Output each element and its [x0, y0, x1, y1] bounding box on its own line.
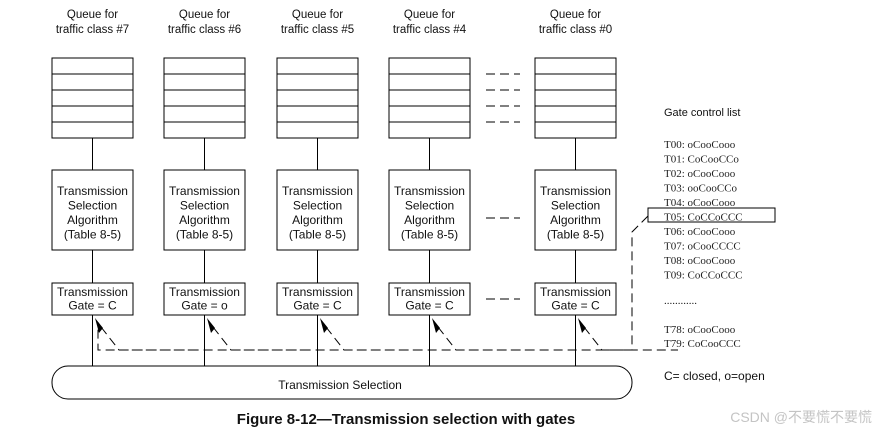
gate-text: Gate = C	[405, 299, 454, 313]
gate-control-legend: C= closed, o=open	[664, 369, 765, 383]
gate-arrow-icon	[95, 318, 103, 333]
queue-label: Queue for	[292, 9, 343, 21]
gate-arrow-icon	[432, 318, 440, 333]
gate-control-list-entry: T09: CoCCoCCC	[664, 270, 743, 282]
gate-text: Transmission	[540, 285, 611, 299]
tsa-text: (Table 8-5)	[547, 228, 604, 242]
queue-label: Queue for	[67, 9, 118, 21]
queue-label: traffic class #7	[56, 24, 129, 36]
transmission-gate-box	[534, 282, 617, 316]
gate-control-list-highlight	[647, 207, 776, 223]
queue-buffer	[388, 57, 471, 139]
tsa-text: Selection	[68, 199, 117, 213]
csdn-watermark: CSDN @不要慌不要慌	[730, 409, 872, 425]
gate-arrow-line	[212, 326, 307, 351]
gate-text: Gate = o	[181, 299, 228, 313]
transmission-selection-bar	[51, 365, 633, 400]
figure-caption: Figure 8-12—Transmission selection with …	[237, 411, 575, 428]
transmission-gate-box	[388, 282, 471, 316]
gate-text: Gate = C	[293, 299, 342, 313]
gate-text: Transmission	[169, 285, 240, 299]
queue-buffer	[276, 57, 359, 139]
queue-label: traffic class #5	[281, 24, 354, 36]
gate-control-list-entry: T04: oCooCooo	[664, 197, 736, 209]
gate-control-list-entry: T05: CoCCoCCC	[664, 212, 743, 224]
tsa-text: Selection	[293, 199, 342, 213]
transmission-selection-algorithm-box	[51, 169, 134, 251]
tsa-text: Selection	[551, 199, 600, 213]
tsa-text: Transmission	[282, 184, 353, 198]
tsa-text: (Table 8-5)	[64, 228, 121, 242]
tsa-text: Transmission	[394, 184, 465, 198]
gate-control-list-entry: T07: oCooCCCC	[664, 241, 741, 253]
queue-label: traffic class #6	[168, 24, 241, 36]
gate-arrow-line	[100, 326, 195, 351]
gate-text: Gate = C	[68, 299, 117, 313]
tsa-text: Transmission	[540, 184, 611, 198]
gate-control-list-entry: T01: CoCooCCo	[664, 154, 739, 166]
gate-control-list-entry: T08: oCooCooo	[664, 255, 736, 267]
tsa-text: Selection	[180, 199, 229, 213]
transmission-gate-box	[51, 282, 134, 316]
tsa-text: (Table 8-5)	[289, 228, 346, 242]
gate-arrow-icon	[320, 318, 328, 333]
transmission-selection-algorithm-box	[276, 169, 359, 251]
gate-control-list-entry: T00: oCooCooo	[664, 139, 736, 151]
gate-control-list-entry-t78: T78: oCooCooo	[664, 324, 736, 336]
queue-label: Queue for	[179, 9, 230, 21]
transmission-selection-algorithm-box	[388, 169, 471, 251]
tsa-text: Algorithm	[67, 213, 118, 227]
gate-control-list-entry: T02: oCooCooo	[664, 168, 736, 180]
queue-label: Queue for	[404, 9, 455, 21]
queue-label: Queue for	[550, 9, 601, 21]
transmission-selection-algorithm-box	[534, 169, 617, 251]
gate-control-list-entry: T03: ooCooCCo	[664, 183, 738, 195]
queue-buffer	[534, 57, 617, 139]
gate-control-list-title: Gate control list	[664, 107, 740, 119]
gate-text: Transmission	[394, 285, 465, 299]
tsa-text: Algorithm	[404, 213, 455, 227]
gate-control-list-entry-t79: T79: CoCooCCC	[664, 338, 741, 350]
tsa-text: Selection	[405, 199, 454, 213]
queue-label: traffic class #0	[539, 24, 612, 36]
tsa-text: (Table 8-5)	[401, 228, 458, 242]
gate-text: Transmission	[282, 285, 353, 299]
gate-control-list-entry: T06: oCooCooo	[664, 226, 736, 238]
gate-arrow-line	[437, 326, 532, 351]
tsa-text: Transmission	[169, 184, 240, 198]
queue-buffer	[51, 57, 134, 139]
tsa-text: Algorithm	[550, 213, 601, 227]
tsa-text: Algorithm	[179, 213, 230, 227]
gate-text: Transmission	[57, 285, 128, 299]
transmission-selection-algorithm-box	[163, 169, 246, 251]
queue-buffer	[163, 57, 246, 139]
tsa-text: (Table 8-5)	[176, 228, 233, 242]
gate-text: Gate = C	[551, 299, 600, 313]
gate-arrow-line	[583, 326, 678, 351]
transmission-selection-label: Transmission Selection	[278, 378, 402, 392]
tsa-text: Algorithm	[292, 213, 343, 227]
gate-arrow-icon	[578, 318, 586, 333]
gate-arrows	[95, 318, 678, 351]
gate-arrow-line	[325, 326, 420, 351]
queue-label: traffic class #4	[393, 24, 467, 36]
gate-control-list-ellipsis: ............	[664, 295, 697, 307]
gate-arrow-icon	[207, 318, 215, 333]
tsa-text: Transmission	[57, 184, 128, 198]
queue-ellipsis	[486, 73, 520, 300]
